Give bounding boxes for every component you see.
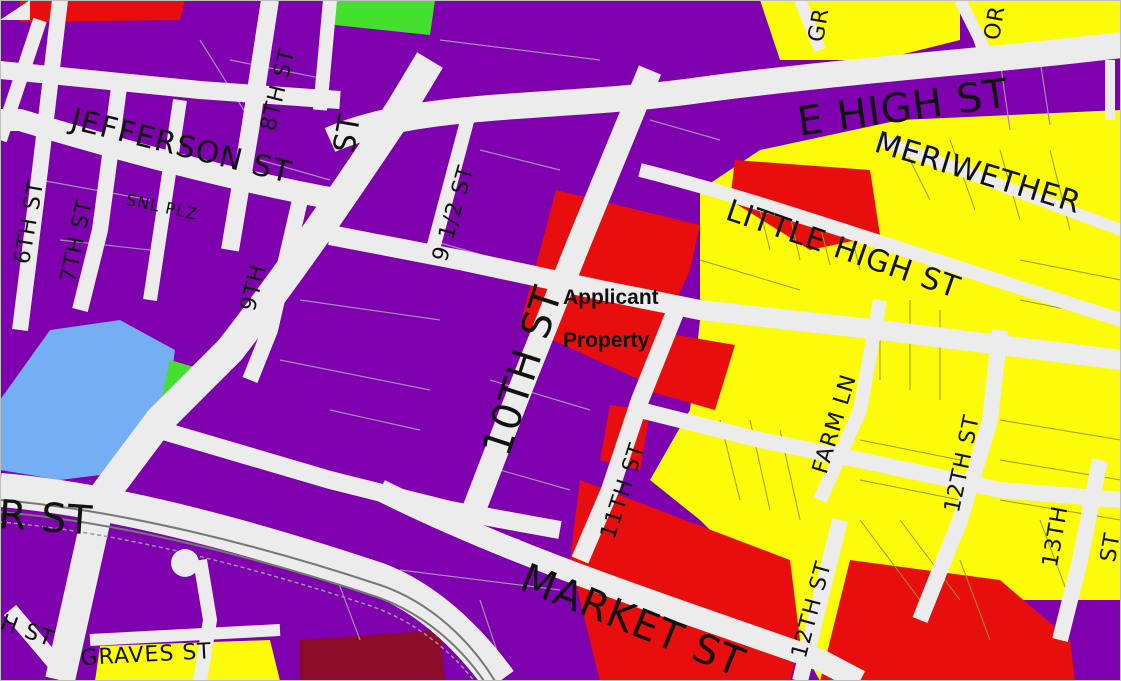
street-meriwether [877,134,1121,236]
street-snl [143,98,187,302]
street-tenth [458,65,662,525]
street-south-arterial [0,473,514,681]
label-st-fragment: ST [327,110,369,156]
residential-zone-graves [95,640,280,681]
street-farm [813,298,887,503]
cul-de-sac [171,549,199,577]
street-sixth [12,0,68,331]
street-graves [89,624,281,646]
street-diagonal-main [45,52,443,681]
street-southwest [3,604,77,681]
label-r-st: R ST [0,492,95,545]
label-or: OR [980,3,1011,42]
street-south-minor [193,558,218,681]
street-west-edge [0,17,47,143]
street-north-minor [313,0,337,111]
street-e-high [324,32,1121,152]
label-gr: GR [804,5,835,44]
street-market [375,480,866,681]
annotation-property: Property [563,329,650,352]
street-east-horizontal [638,402,1121,508]
red-zone-northwest [20,0,185,22]
residential-zone-east [650,110,1121,681]
corner-stub [0,0,30,20]
maroon-zone [300,630,445,681]
street-north-horizontal [0,61,341,109]
street-eleventh [571,296,689,564]
street-little-high [638,163,1121,327]
annotation-applicant: Applicant [563,286,659,309]
red-zone-southeast [820,560,1075,681]
street-eighth [221,0,279,252]
street-twelfth-lower [792,518,848,681]
railway [0,499,496,681]
label-st-right: ST [1096,530,1121,564]
street-twelfth [912,329,1008,623]
street-gr [794,0,826,53]
park-north [330,0,435,35]
street-or [954,0,996,63]
street-seventh [72,78,128,312]
street-water-horizontal [328,225,1121,370]
street-ninth [242,198,308,383]
street-nine-half [423,108,477,262]
